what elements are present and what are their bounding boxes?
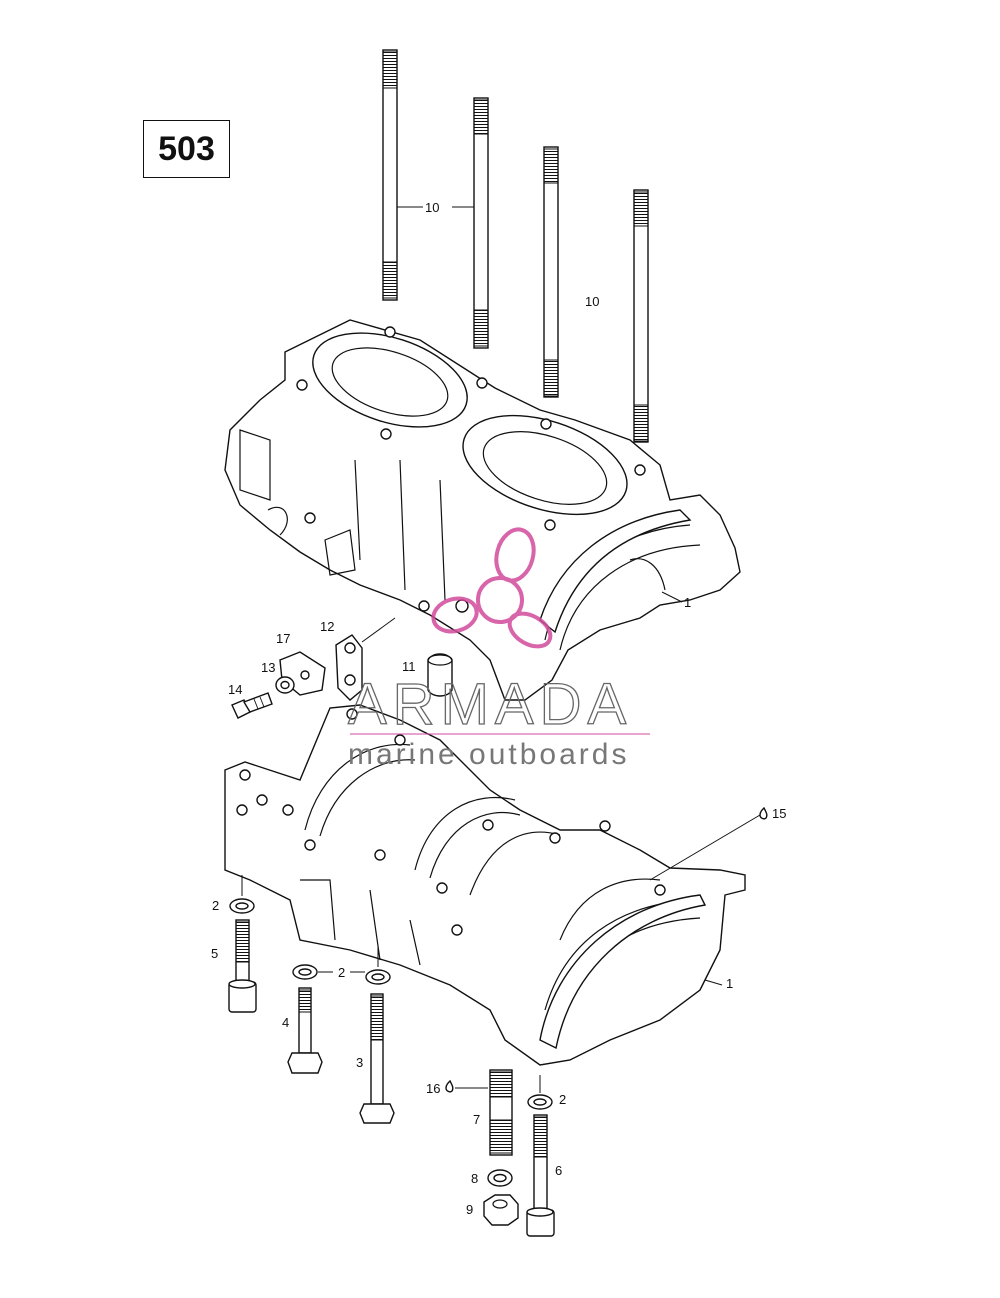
callout-17: 17	[276, 631, 290, 646]
watermark-logo	[431, 527, 553, 649]
watermark-brand: ARMADA	[348, 672, 632, 737]
callout-15: 15	[772, 806, 786, 821]
seal-ring-lower	[539, 894, 723, 1050]
callout-4: 4	[282, 1015, 289, 1030]
long-stud-2	[473, 97, 489, 349]
bolt-14	[231, 692, 273, 719]
bolt-5	[228, 919, 257, 1013]
grommet-11	[427, 653, 453, 697]
callout-1-lower: 1	[726, 976, 733, 991]
sealant-drop-icon	[759, 806, 768, 820]
washer-2-left	[229, 875, 255, 914]
callout-12: 12	[320, 619, 334, 634]
callout-16: 16	[426, 1081, 440, 1096]
callout-7: 7	[473, 1112, 480, 1127]
washer-2-middle-b	[365, 945, 391, 985]
long-stud-1	[382, 49, 398, 301]
lower-crankcase	[224, 704, 746, 1066]
bolt-4	[287, 987, 323, 1074]
washer-2-right	[527, 1075, 553, 1110]
watermark-tagline: marine outboards	[348, 738, 629, 771]
upper-crankcase	[224, 319, 741, 701]
long-stud-3	[543, 146, 559, 398]
callout-1-upper: 1	[684, 595, 691, 610]
callout-8: 8	[471, 1171, 478, 1186]
callout-2-left: 2	[212, 898, 219, 913]
callout-10b: 10	[585, 294, 599, 309]
callout-13: 13	[261, 660, 275, 675]
callout-11: 11	[402, 659, 416, 674]
bracket-12	[335, 617, 396, 701]
washer-2-middle-a	[292, 964, 318, 980]
callout-5: 5	[211, 946, 218, 961]
callout-2-right: 2	[559, 1092, 566, 1107]
seal-ring-upper	[539, 509, 692, 634]
leader-15	[649, 814, 761, 881]
callout-14: 14	[228, 682, 242, 697]
callout-6: 6	[555, 1163, 562, 1178]
nut-9	[483, 1194, 519, 1226]
stud-7	[489, 1069, 513, 1156]
washer-13	[275, 676, 295, 694]
sealant-drop-icon-16	[445, 1079, 454, 1093]
callout-10a: 10	[425, 200, 439, 215]
washer-8	[487, 1169, 513, 1187]
callout-2-middle: 2	[338, 965, 345, 980]
model-number-box: 503	[143, 120, 230, 178]
bolt-3	[359, 993, 395, 1124]
callout-9: 9	[466, 1202, 473, 1217]
bolt-6	[526, 1114, 555, 1237]
callout-3: 3	[356, 1055, 363, 1070]
long-stud-4	[633, 189, 649, 443]
